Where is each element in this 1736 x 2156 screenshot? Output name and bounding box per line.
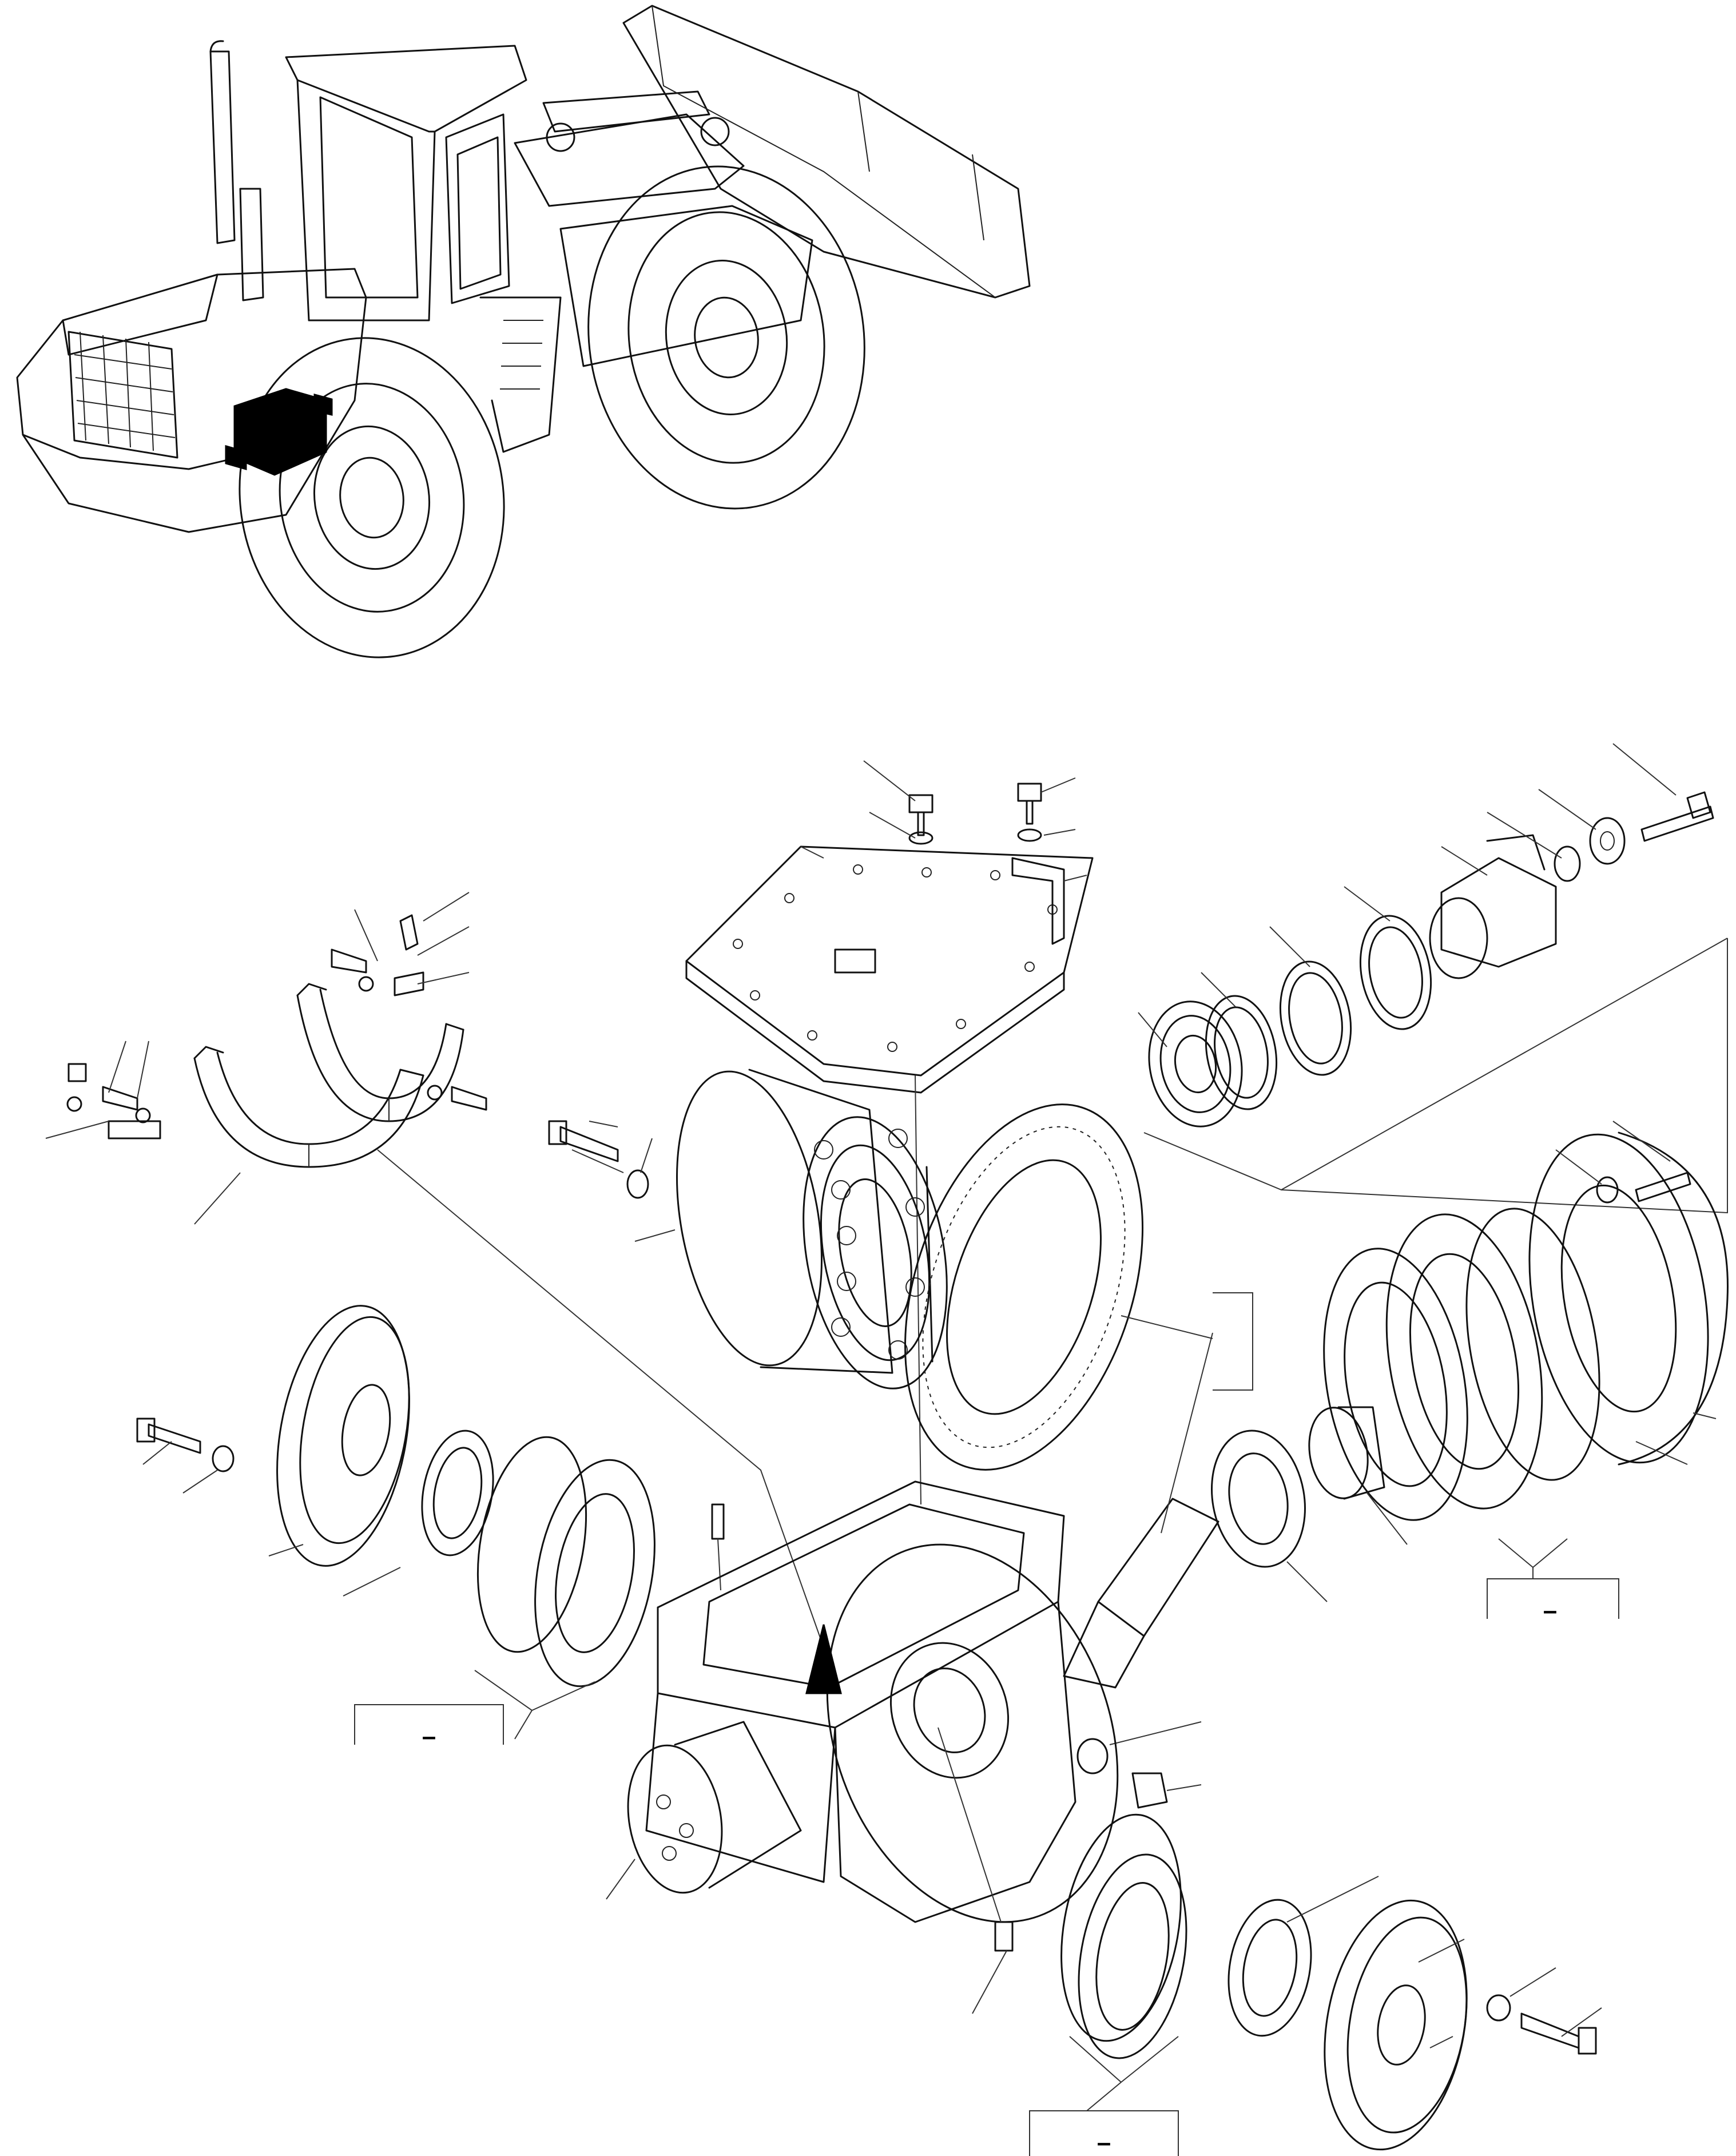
axle-housing <box>606 1480 1119 2014</box>
plate-holes <box>733 864 1058 1052</box>
differential-carrier <box>548 1069 948 1389</box>
wheel-loader-overview <box>16 5 1031 658</box>
front-wheel-icon <box>587 165 865 510</box>
top-cover-plate <box>685 760 1094 1505</box>
callout-label-bottom: – <box>1097 2129 1111 2156</box>
guard-bracket-assembly <box>45 892 824 1648</box>
carrier-bolts <box>814 1129 925 1360</box>
callout-label-left: – <box>422 1722 436 1750</box>
pinion-housing-right <box>1063 1121 1729 1809</box>
highlighted-component-marker <box>225 388 333 476</box>
left-side-parts <box>136 1305 725 1740</box>
ring-gear <box>904 1103 1213 1471</box>
bucket-icon <box>622 5 1031 299</box>
bracket-ring-gear <box>1213 1292 1253 1391</box>
grille-icon <box>67 331 178 459</box>
callout-box-left: – <box>354 1704 504 1750</box>
callout-label-right: – <box>1543 1597 1557 1625</box>
pinion-parts-top-right <box>1138 743 1728 1214</box>
callout-box-right: – <box>1487 1538 1619 1625</box>
rear-wheel-icon <box>239 337 505 658</box>
bottom-right-parts <box>1060 1813 1602 2151</box>
callout-box-bottom: – <box>1029 2110 1179 2156</box>
